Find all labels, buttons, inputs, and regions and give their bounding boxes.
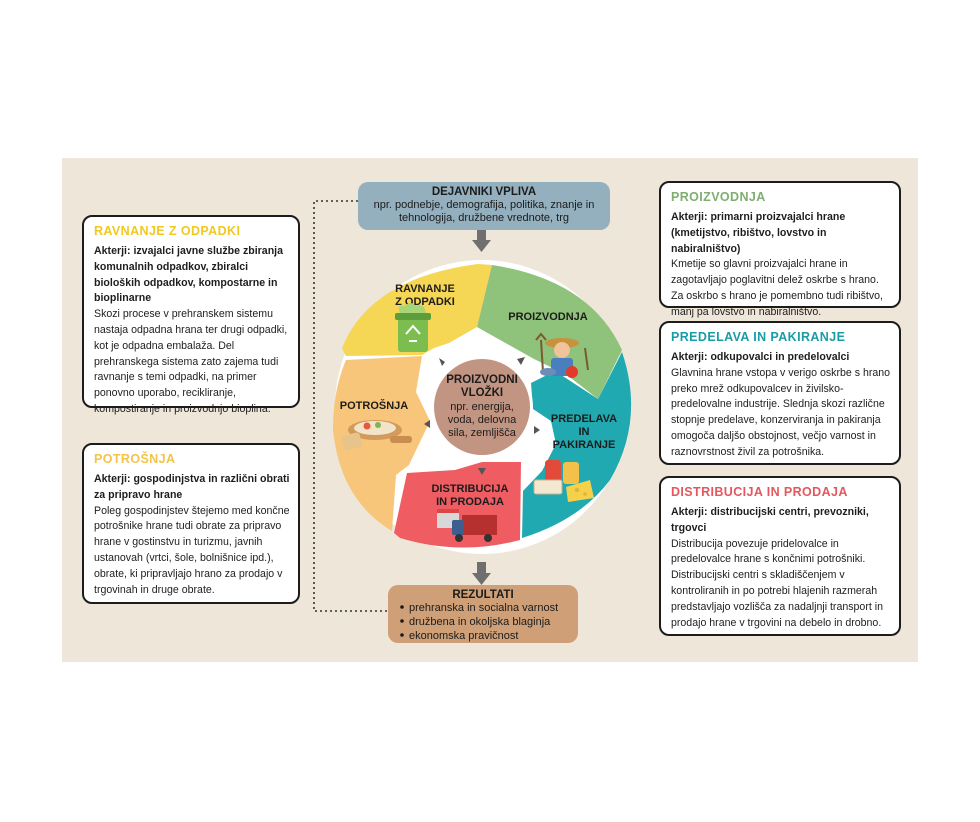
center-arrows	[424, 357, 540, 475]
arrow-to-waste-icon	[439, 358, 445, 366]
segment-label-production: PROIZVODNJA	[508, 311, 588, 323]
results-box	[388, 585, 578, 643]
down-arrow-icon	[472, 240, 491, 252]
card-body: Poleg gospodinjstev štejemo med končne p…	[94, 504, 290, 596]
farmer-icon	[535, 332, 589, 378]
card-waste-management: RAVNANJE Z ODPADKI Akterji: izvajalci ja…	[82, 215, 300, 415]
card-consumption: POTROŠNJA Akterji: gospodinjstva in razl…	[82, 443, 300, 604]
arrow-stem	[477, 562, 486, 575]
card-body: Skozi procese v prehranskem sistemu nast…	[94, 308, 288, 415]
card-processing: PREDELAVA IN PAKIRANJE Akterji: odkupova…	[659, 321, 901, 465]
card-title: PROIZVODNJA	[671, 190, 766, 204]
card-title: RAVNANJE Z ODPADKI	[94, 224, 241, 238]
center-line: sila, zemljišča	[448, 427, 517, 439]
card-distribution: DISTRIBUCIJA IN PRODAJA Akterji: distrib…	[659, 476, 901, 636]
factors-box	[358, 182, 610, 230]
feedback-dotted-line	[313, 200, 390, 612]
segment-production	[477, 265, 622, 399]
results-title: REZULTATI	[452, 589, 513, 601]
center-line: voda, delovna	[448, 414, 517, 426]
center-circle	[434, 359, 530, 455]
results-item: prehranska in socialna varnost	[409, 602, 558, 614]
segment-label-waste: RAVNANJE	[395, 283, 455, 295]
segment-label-processing: PAKIRANJE	[553, 439, 616, 451]
delivery-truck-icon	[437, 509, 497, 542]
factors-line: npr. podnebje, demografija, politika, zn…	[374, 199, 595, 211]
down-arrow-icon	[472, 573, 491, 585]
card-actors: Akterji: distribucijski centri, prevozni…	[671, 506, 869, 534]
arrow-to-processing-icon	[534, 426, 540, 434]
card-title: POTROŠNJA	[94, 452, 176, 466]
card-body: Distribucija povezuje pridelovalce in pr…	[671, 537, 883, 629]
center-title: VLOŽKI	[461, 386, 503, 399]
card-production: PROIZVODNJA Akterji: primarni proizvajal…	[659, 181, 901, 318]
arrow-to-distribution-icon	[478, 468, 486, 475]
meal-icon	[342, 420, 412, 451]
results-item: ekonomska pravičnost	[409, 630, 518, 642]
arrow-to-consumption-icon	[424, 420, 430, 428]
bullet-icon	[400, 633, 404, 637]
segment-label-consumption: POTROŠNJA	[340, 399, 409, 412]
center-title: PROIZVODNI	[446, 374, 518, 386]
segment-label-processing: PREDELAVA	[551, 413, 617, 425]
arrow-to-production-icon	[517, 357, 525, 365]
card-body: Glavnina hrane vstopa v verigo oskrbe s …	[671, 366, 891, 458]
card-actors: Akterji: odkupovalci in predelovalci	[671, 351, 850, 363]
bullet-icon	[400, 619, 404, 623]
card-body: Kmetije so glavni proizvajalci hrane in …	[671, 258, 883, 318]
results-item: družbena in okoljska blaginja	[409, 616, 551, 628]
segment-consumption	[333, 356, 430, 531]
bullet-icon	[400, 605, 404, 609]
factors-title: DEJAVNIKI VPLIVA	[432, 186, 536, 198]
arrow-stem	[477, 230, 486, 242]
card-actors: Akterji: primarni proizvajalci hrane (km…	[671, 211, 846, 255]
segment-label-processing: IN	[579, 426, 590, 438]
center-line: npr. energija,	[450, 401, 514, 413]
card-actors: Akterji: izvajalci javne službe zbiranja…	[94, 245, 283, 305]
factors-line: tehnologija, družbene vrednote, trg	[399, 212, 569, 224]
packaged-food-icon	[533, 460, 594, 502]
recycling-bin-icon	[395, 303, 431, 352]
card-title: PREDELAVA IN PAKIRANJE	[671, 330, 846, 344]
card-actors: Akterji: gospodinjstva in različni obrat…	[94, 473, 290, 501]
card-title: DISTRIBUCIJA IN PRODAJA	[671, 485, 848, 499]
segment-label-distribution: IN PRODAJA	[436, 496, 504, 508]
segment-label-distribution: DISTRIBUCIJA	[431, 483, 508, 495]
